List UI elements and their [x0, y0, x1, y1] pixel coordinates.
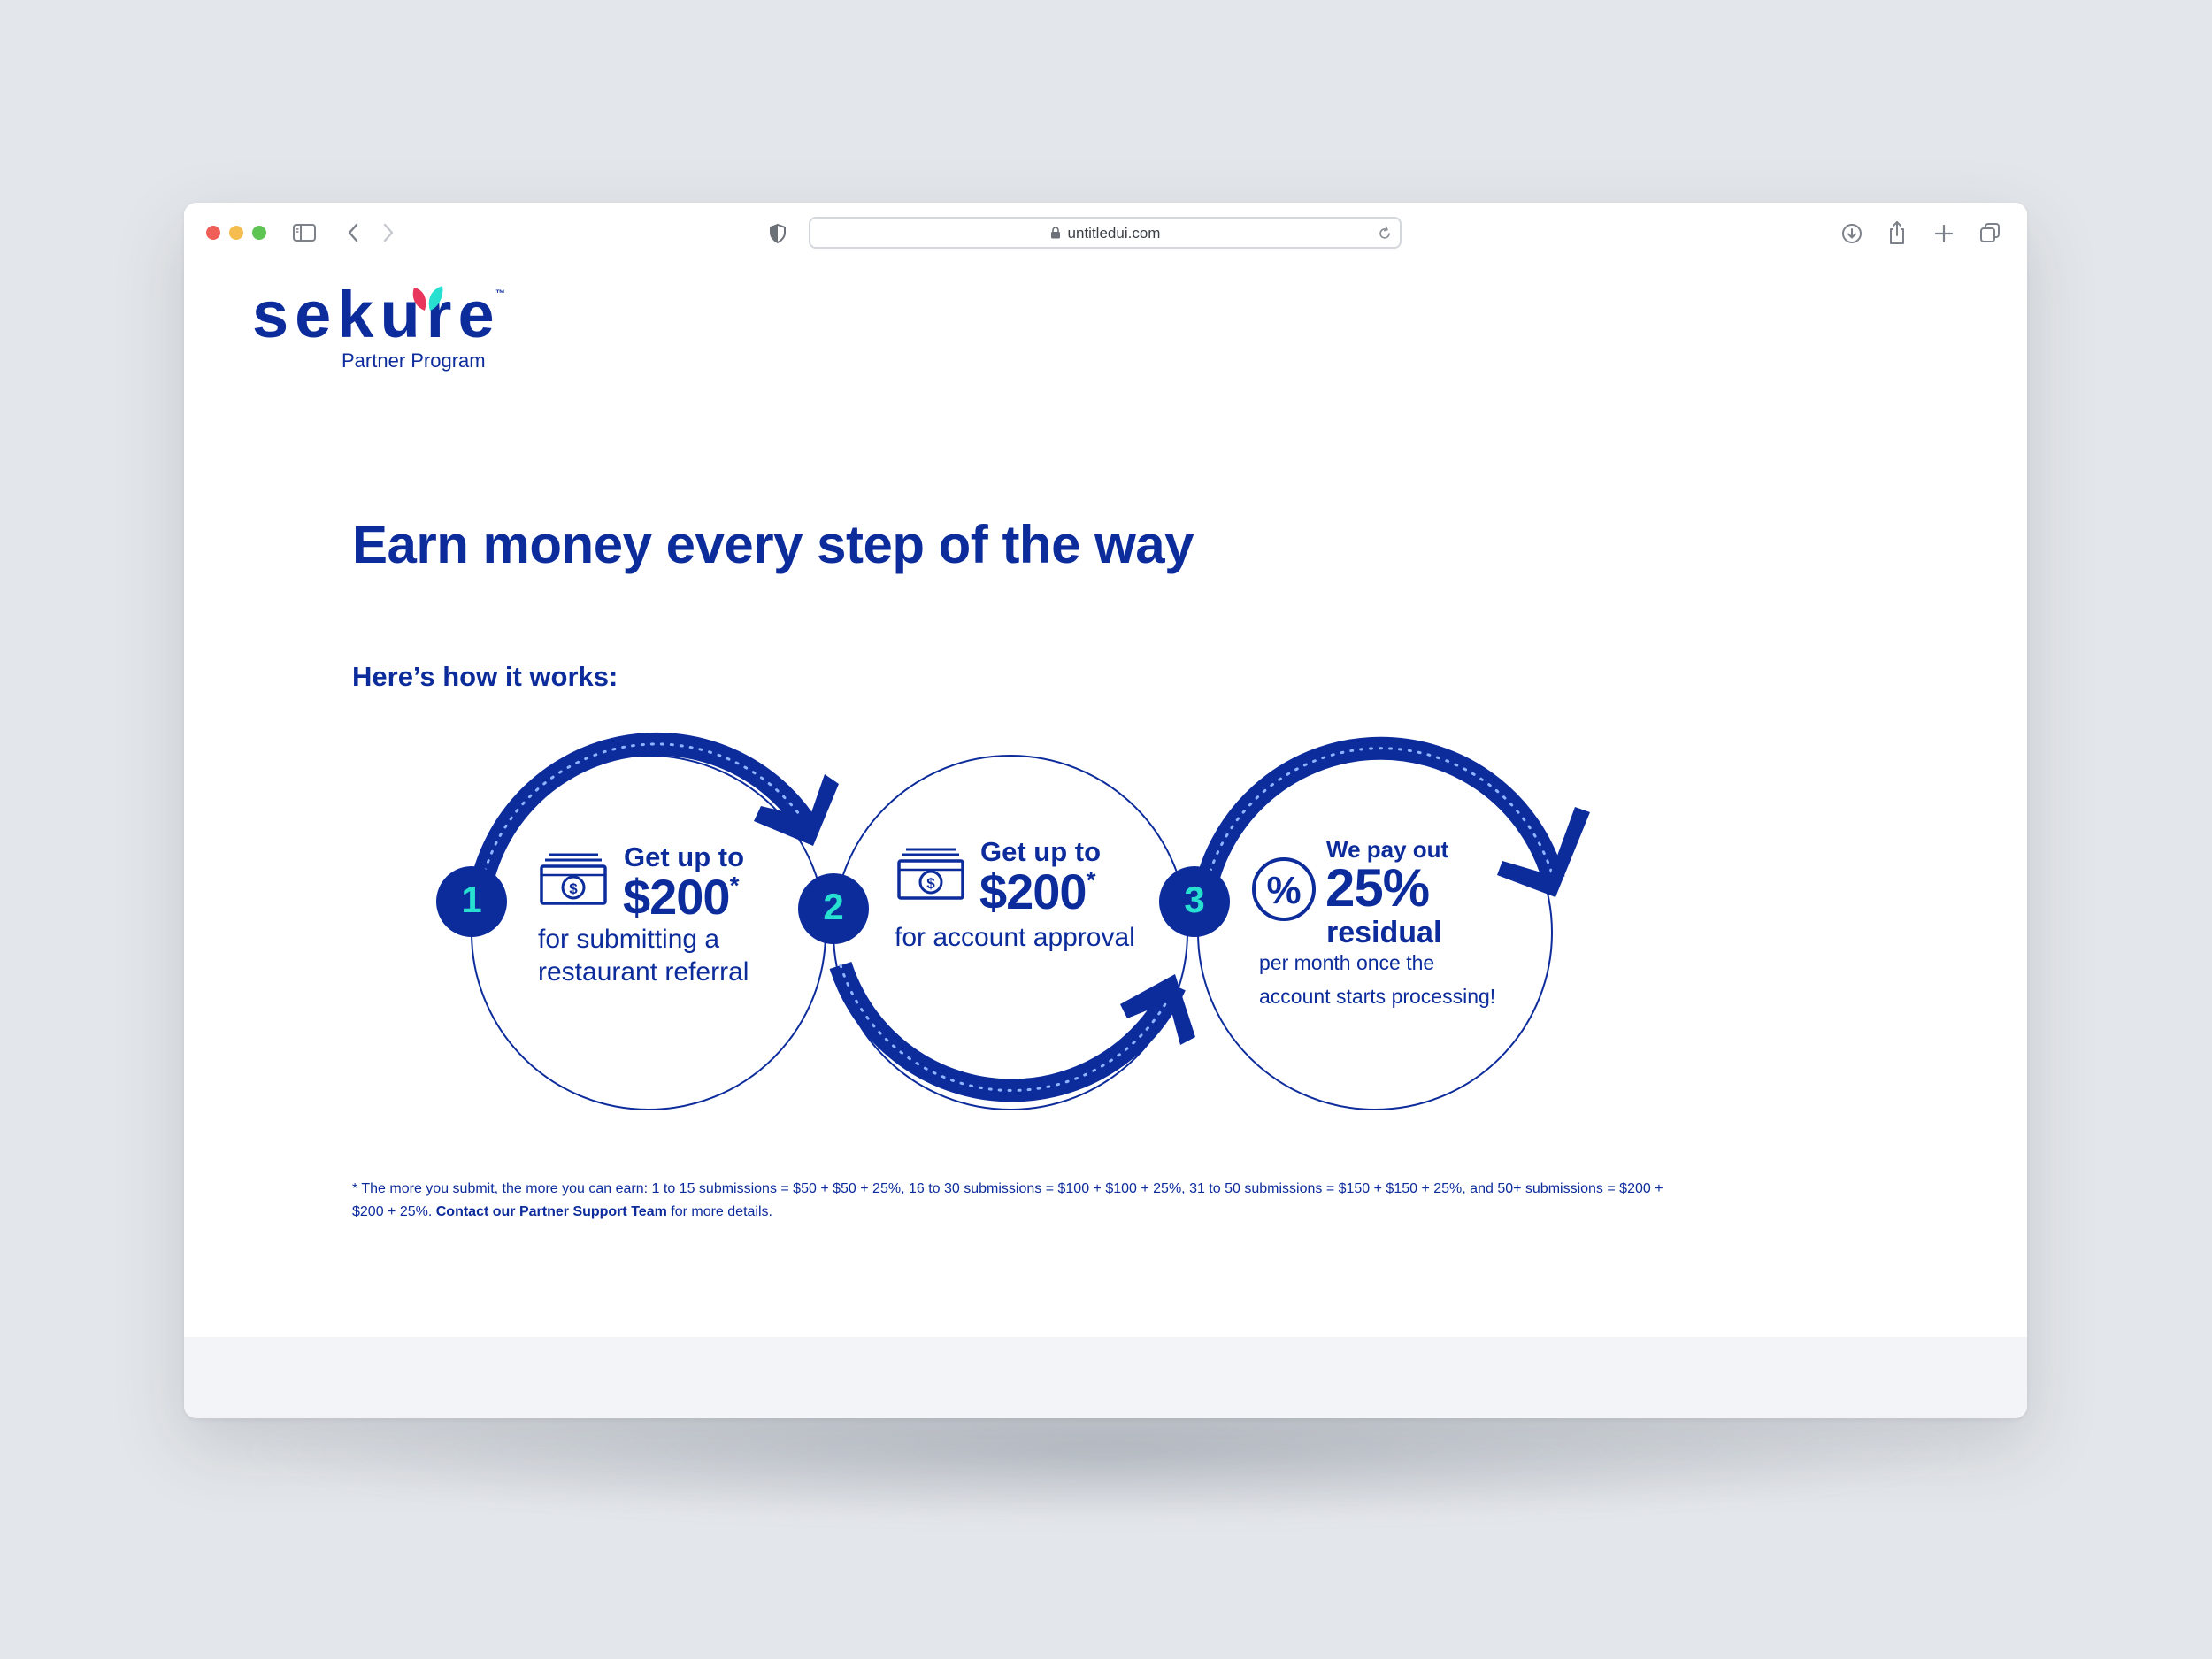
browser-window: untitledui.com sekure	[184, 203, 2027, 1418]
close-window-button[interactable]	[206, 226, 220, 240]
zoom-window-button[interactable]	[252, 226, 266, 240]
percent-icon: %	[1252, 857, 1316, 921]
share-icon[interactable]	[1887, 219, 1907, 246]
partner-support-link[interactable]: Contact our Partner Support Team	[435, 1204, 667, 1219]
arrow-2-arc	[829, 962, 1195, 1102]
step-2-amount: $200*	[979, 863, 1096, 920]
svg-text:$: $	[926, 875, 935, 892]
arrow-3-arc	[1192, 736, 1590, 902]
step-1-badge	[436, 866, 507, 937]
address-bar[interactable]: untitledui.com	[809, 217, 1402, 249]
step-1-footnote-mark: *	[729, 872, 740, 899]
forward-icon[interactable]	[381, 222, 396, 243]
step-2-badge	[798, 873, 869, 944]
step-1-number: 1	[461, 879, 482, 920]
sidebar-icon[interactable]	[292, 223, 317, 242]
arrow-3-head	[1497, 807, 1590, 897]
step-2-description: for account approval	[895, 923, 1135, 952]
step-3-description-line-1: per month once the	[1259, 951, 1435, 974]
step-3-description: per month once the account starts proces…	[1259, 946, 1495, 1013]
logo-trademark: ™	[495, 288, 505, 299]
logo-leaf-icon	[412, 286, 443, 311]
svg-text:%: %	[1266, 869, 1301, 912]
minimize-window-button[interactable]	[229, 226, 243, 240]
cash-icon: $	[897, 848, 964, 900]
downloads-icon[interactable]	[1840, 222, 1863, 245]
step-1-amount-value: $200	[623, 869, 731, 925]
svg-text:$: $	[569, 880, 578, 897]
earnings-footnote: * The more you submit, the more you can …	[352, 1178, 1679, 1224]
step-2-lead: Get up to	[980, 836, 1102, 867]
url-text: untitledui.com	[1067, 225, 1161, 242]
step-1-amount: $200*	[623, 868, 740, 926]
step-3-description-line-2: account starts processing!	[1259, 985, 1496, 1008]
reload-icon[interactable]	[1377, 226, 1393, 242]
page-footer	[184, 1337, 2027, 1418]
step-3-badge	[1159, 866, 1230, 937]
steps-diagram: $ $ %	[436, 732, 1590, 1110]
page-title: Earn money every step of the way	[352, 515, 1194, 574]
step-1-description-line-1: for submitting a	[538, 925, 720, 954]
logo-subtitle: Partner Program	[342, 349, 486, 372]
step-2-amount-value: $200	[979, 864, 1087, 919]
cash-icon: $	[540, 853, 607, 905]
back-icon[interactable]	[346, 222, 360, 243]
step-3-number: 3	[1184, 879, 1205, 920]
step-2-footnote-mark: *	[1086, 866, 1096, 894]
privacy-shield-icon[interactable]	[769, 223, 787, 244]
arrow-1-head	[754, 774, 839, 846]
address-bar-text: untitledui.com	[810, 225, 1400, 242]
tab-overview-icon[interactable]	[1978, 221, 2001, 244]
lock-icon	[1050, 227, 1060, 239]
step-3-lead: We pay out	[1326, 836, 1449, 863]
step-1-lead: Get up to	[624, 841, 745, 872]
step-2-number: 2	[823, 886, 844, 927]
step-1-description-line-2: restaurant referral	[538, 957, 749, 987]
footnote-text: * The more you submit, the more you can …	[352, 1181, 1663, 1219]
arrow-2-head	[1120, 974, 1195, 1045]
logo-wordmark: sekure	[252, 278, 501, 351]
browser-toolbar: untitledui.com	[184, 203, 2027, 265]
new-tab-icon[interactable]	[1933, 223, 1955, 244]
step-1-description: for submitting a restaurant referral	[538, 923, 749, 988]
section-subtitle: Here’s how it works:	[352, 661, 618, 692]
footnote-text-end: for more details.	[666, 1204, 772, 1219]
step-3-percent: 25%	[1325, 858, 1430, 918]
arrow-1-arc	[467, 732, 839, 902]
step-3-residual: residual	[1326, 916, 1442, 949]
